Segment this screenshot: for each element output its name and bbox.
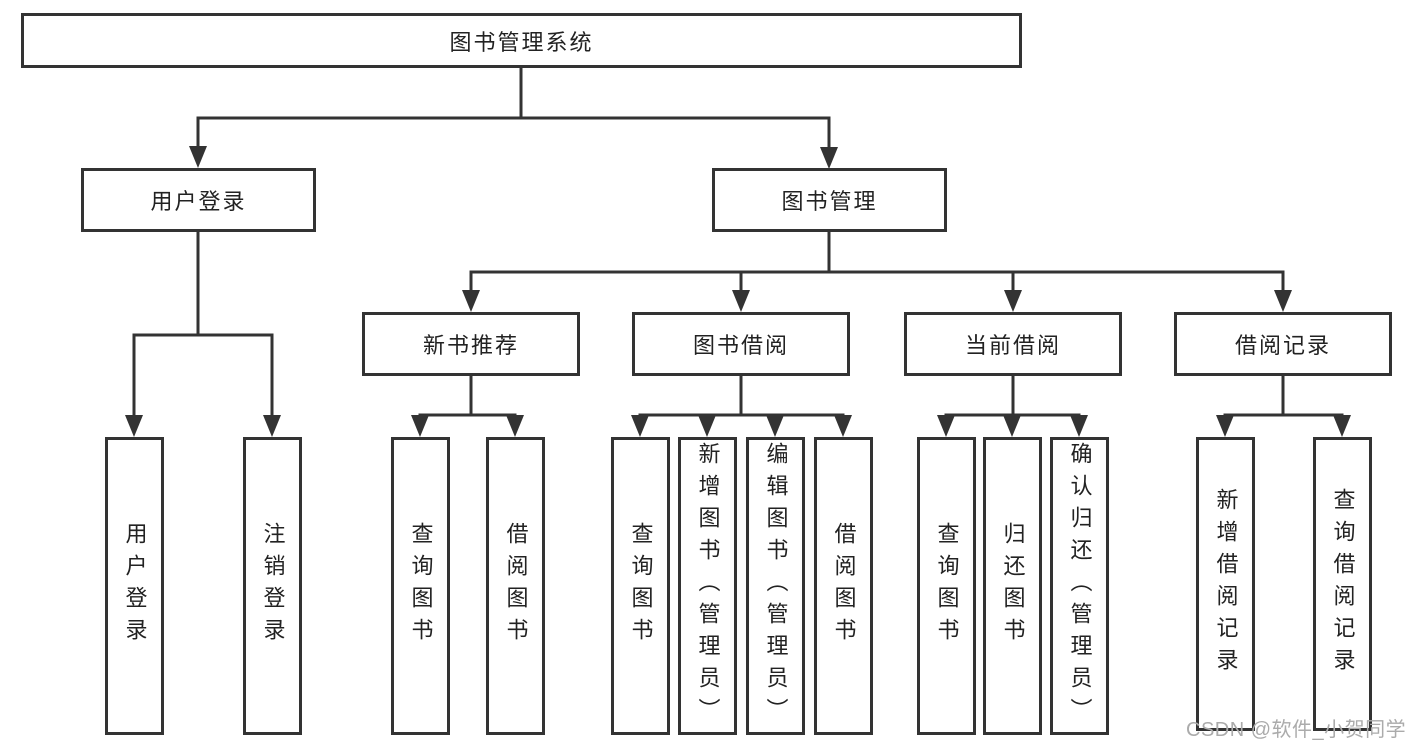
leaf-query-borrow-record: 查询借阅记录 [1313,437,1372,731]
leaf-query-book-recommend: 查询图书 [391,437,450,735]
leaf-query-book-recommend-label: 查询图书 [408,522,434,650]
node-book-borrow: 图书借阅 [632,312,850,376]
root-node-label: 图书管理系统 [449,29,594,55]
leaf-query-book-borrow: 查询图书 [611,437,670,735]
leaf-edit-book-admin-label: 编辑图书（管理员） [763,442,789,730]
node-new-book-recommend: 新书推荐 [362,312,580,376]
leaf-add-borrow-record: 新增借阅记录 [1196,437,1255,731]
leaf-query-book-borrow-label: 查询图书 [628,522,654,650]
node-borrow-records-label: 借阅记录 [1234,333,1331,358]
leaf-user-login-label: 用户登录 [122,522,148,650]
leaf-borrow-book-label: 借阅图书 [831,522,857,650]
node-user-login-label: 用户登录 [150,189,247,214]
node-book-borrow-label: 图书借阅 [692,333,789,358]
leaf-add-book-admin: 新增图书（管理员） [678,437,737,735]
node-borrow-records: 借阅记录 [1174,312,1392,376]
leaf-query-book-current-label: 查询图书 [934,522,960,650]
node-current-borrow: 当前借阅 [904,312,1122,376]
leaf-add-book-admin-label: 新增图书（管理员） [695,442,721,730]
csdn-watermark: CSDN @软件_小贺同学 [1186,719,1405,741]
node-book-management: 图书管理 [712,168,947,232]
leaf-logout: 注销登录 [243,437,302,735]
leaf-confirm-return-admin: 确认归还（管理员） [1050,437,1109,735]
leaf-confirm-return-admin-label: 确认归还（管理员） [1067,442,1093,730]
node-new-book-recommend-label: 新书推荐 [422,333,519,358]
leaf-borrow-book: 借阅图书 [814,437,873,735]
leaf-return-book-label: 归还图书 [1000,522,1026,650]
root-node-system: 图书管理系统 [21,13,1022,68]
leaf-query-book-current: 查询图书 [917,437,976,735]
leaf-query-borrow-record-label: 查询借阅记录 [1330,488,1356,680]
node-user-login: 用户登录 [81,168,316,232]
leaf-user-login: 用户登录 [105,437,164,735]
leaf-borrow-book-recommend: 借阅图书 [486,437,545,735]
leaf-logout-label: 注销登录 [260,522,286,650]
leaf-edit-book-admin: 编辑图书（管理员） [746,437,805,735]
leaf-add-borrow-record-label: 新增借阅记录 [1213,488,1239,680]
leaf-return-book: 归还图书 [983,437,1042,735]
node-current-borrow-label: 当前借阅 [964,333,1061,358]
leaf-borrow-book-recommend-label: 借阅图书 [503,522,529,650]
node-book-management-label: 图书管理 [781,189,878,214]
